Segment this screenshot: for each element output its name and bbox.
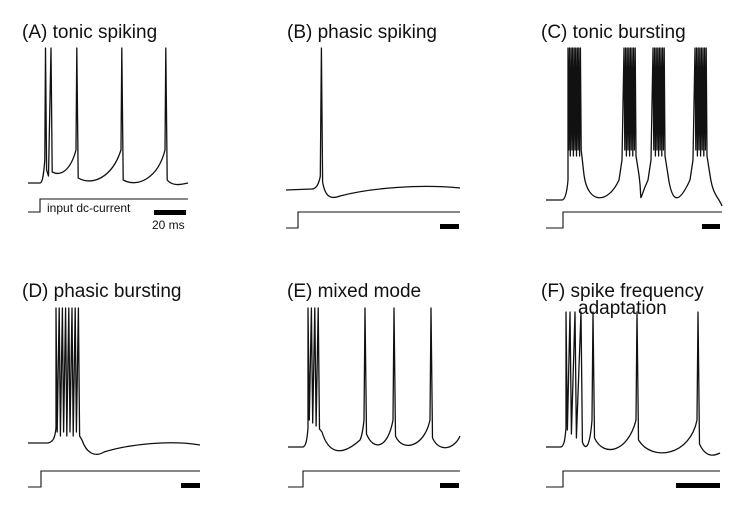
- panel-e-voltage-trace: [288, 307, 461, 452]
- panel-f-input-current-line: [546, 470, 720, 488]
- panel-d-input-current-line: [28, 470, 200, 488]
- panel-b-scale-bar: [440, 224, 459, 229]
- panel-a: (A) tonic spiking input dc-current 20 ms: [22, 22, 189, 232]
- panel-c-voltage-trace: [546, 47, 723, 207]
- panel-b-input-current-line: [286, 211, 460, 229]
- panel-a-voltage-trace: [28, 47, 189, 186]
- panel-d-scale-bar: [181, 483, 200, 488]
- panel-f: (F) spike frequency adaptation: [541, 281, 721, 488]
- panel-a-scale-label: 20 ms: [152, 218, 185, 232]
- panel-b-voltage-trace: [285, 47, 461, 199]
- panel-d-title: (D) phasic bursting: [22, 281, 181, 302]
- panel-b-title: (B) phasic spiking: [287, 22, 437, 43]
- panel-f-title: (F) spike frequency: [541, 281, 704, 302]
- panel-c-title: (C) tonic bursting: [541, 22, 686, 43]
- panel-a-scale-bar: [154, 210, 186, 215]
- panel-c-scale-bar: [702, 224, 720, 229]
- panel-f-scale-bar: [676, 483, 720, 488]
- panel-e-input-current-line: [288, 470, 460, 488]
- panel-c-input-current-line: [546, 211, 722, 229]
- panel-e-scale-bar: [440, 483, 459, 488]
- panel-f-title-line-2: adaptation: [578, 298, 667, 319]
- panel-e: (E) mixed mode: [287, 281, 461, 488]
- panel-c: (C) tonic bursting: [541, 22, 723, 229]
- panel-d-voltage-trace: [28, 307, 201, 455]
- panel-f-voltage-trace: [546, 311, 721, 456]
- panel-e-title: (E) mixed mode: [287, 281, 421, 302]
- panel-a-input-label: input dc-current: [47, 201, 131, 215]
- panel-a-input-current-line: [28, 198, 188, 213]
- panel-d: (D) phasic bursting: [22, 281, 201, 488]
- panel-a-title: (A) tonic spiking: [22, 22, 157, 43]
- panel-b: (B) phasic spiking: [285, 22, 461, 229]
